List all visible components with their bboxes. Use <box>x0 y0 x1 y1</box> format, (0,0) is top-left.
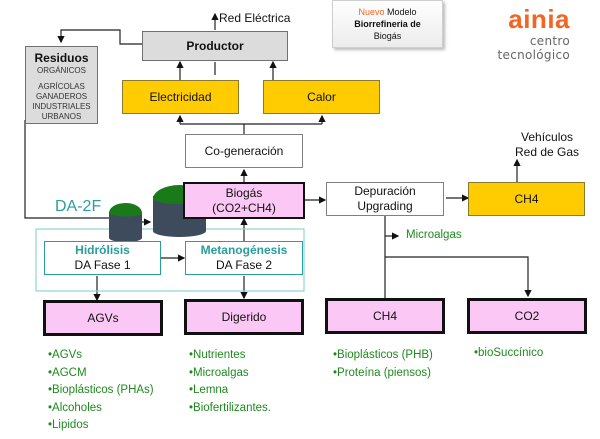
cogeneracion-box: Co-generación <box>185 134 303 168</box>
digerido-list: •Nutrientes •Microalgas •Lemna •Bioferti… <box>189 347 271 417</box>
co2-list: •bioSuccínico <box>474 345 543 363</box>
red-electrica-label: Red Eléctrica <box>219 11 291 25</box>
hidrolisis-box: Hidrólisis DA Fase 1 <box>44 241 161 275</box>
list-item: •Nutrientes <box>189 349 246 361</box>
cogeneracion-label: Co-generación <box>204 143 284 158</box>
calor-box: Calor <box>263 80 380 114</box>
da2f-label: DA-2F <box>55 198 102 215</box>
calor-label: Calor <box>307 89 336 104</box>
title-box: Nuevo Modelo Biorrefineria de Biogás <box>332 0 443 48</box>
small-tank-icon <box>109 203 142 242</box>
productor-label: Productor <box>186 38 244 53</box>
title-accent: Nuevo <box>358 7 385 17</box>
list-item: •Bioplásticos (PHB) <box>333 349 433 361</box>
electricidad-label: Electricidad <box>149 89 212 104</box>
residuos-subtitle: ORGÁNICOS <box>37 66 86 75</box>
residuos-box: Residuos ORGÁNICOS AGRÍCOLAS GANADEROS I… <box>25 46 98 124</box>
title-line2: Biorrefineria de <box>354 19 421 29</box>
biogas-composition: (CO2+CH4) <box>212 200 276 215</box>
list-item: •Bioplásticos (PHAs) <box>48 384 154 396</box>
list-item: •Lipidos <box>48 419 89 431</box>
ainia-logo: ainia centro tecnológico <box>455 4 595 62</box>
ch4-list: •Bioplásticos (PHB) •Proteína (piensos) <box>333 347 433 382</box>
hidrolisis-sub: DA Fase 1 <box>74 258 131 272</box>
residuos-item: URBANOS <box>41 112 82 121</box>
list-item: •Alcoholes <box>48 401 102 414</box>
logo-tagline: centro tecnológico <box>497 34 570 62</box>
vehiculos-line1: Vehículos <box>521 130 574 144</box>
list-item: •Biofertilizantes. <box>189 401 272 414</box>
title-line3: Biogás <box>373 31 402 41</box>
residuos-item: INDUSTRIALES <box>32 102 91 111</box>
agvs-label: AGVs <box>87 310 119 325</box>
ch4-bottom-box: CH4 <box>325 298 445 334</box>
digerido-box: Digerido <box>184 299 304 335</box>
agvs-list: •AGVs •AGCM •Bioplásticos (PHAs) •Alcoho… <box>48 347 154 435</box>
residuos-title: Residuos <box>34 51 89 65</box>
list-item: •Proteína (piensos) <box>333 366 431 379</box>
residuos-item: GANADEROS <box>35 92 88 101</box>
title-rest: Modelo <box>387 7 417 17</box>
depuracion-box: Depuración Upgrading <box>326 182 444 216</box>
electricidad-box: Electricidad <box>122 80 239 114</box>
list-item: •AGVs <box>48 349 83 361</box>
digerido-label: Digerido <box>221 309 267 324</box>
vehiculos-label: Vehículos Red de Gas <box>515 130 579 160</box>
co2-label: CO2 <box>514 308 540 323</box>
logo-brand: ainia <box>508 4 570 34</box>
list-item: •AGCM <box>48 366 87 379</box>
metanogenesis-sub: DA Fase 2 <box>215 258 273 272</box>
agvs-box: AGVs <box>43 300 163 336</box>
upgrading-label: Upgrading <box>357 199 413 213</box>
vehiculos-line2: Red de Gas <box>515 145 580 159</box>
co2-box: CO2 <box>467 298 587 334</box>
ch4-top-box: CH4 <box>468 182 585 216</box>
list-item: •bioSuccínico <box>474 347 544 359</box>
biogas-label: Biogás <box>225 185 263 200</box>
depuracion-label: Depuración <box>354 184 416 198</box>
microalgas-label: Microalgas <box>406 229 462 241</box>
list-item: •Microalgas <box>189 366 249 379</box>
ch4-bottom-label: CH4 <box>372 308 397 323</box>
ch4-top-label: CH4 <box>514 191 539 206</box>
metanogenesis-box: Metanogénesis DA Fase 2 <box>185 241 303 275</box>
biogas-box: Biogás (CO2+CH4) <box>183 182 305 219</box>
list-item: •Lemna <box>189 384 229 396</box>
hidrolisis-title: Hidrólisis <box>75 243 130 257</box>
residuos-item: AGRÍCOLAS <box>38 82 85 91</box>
productor-box: Productor <box>142 31 288 61</box>
metanogenesis-title: Metanogénesis <box>200 243 288 257</box>
